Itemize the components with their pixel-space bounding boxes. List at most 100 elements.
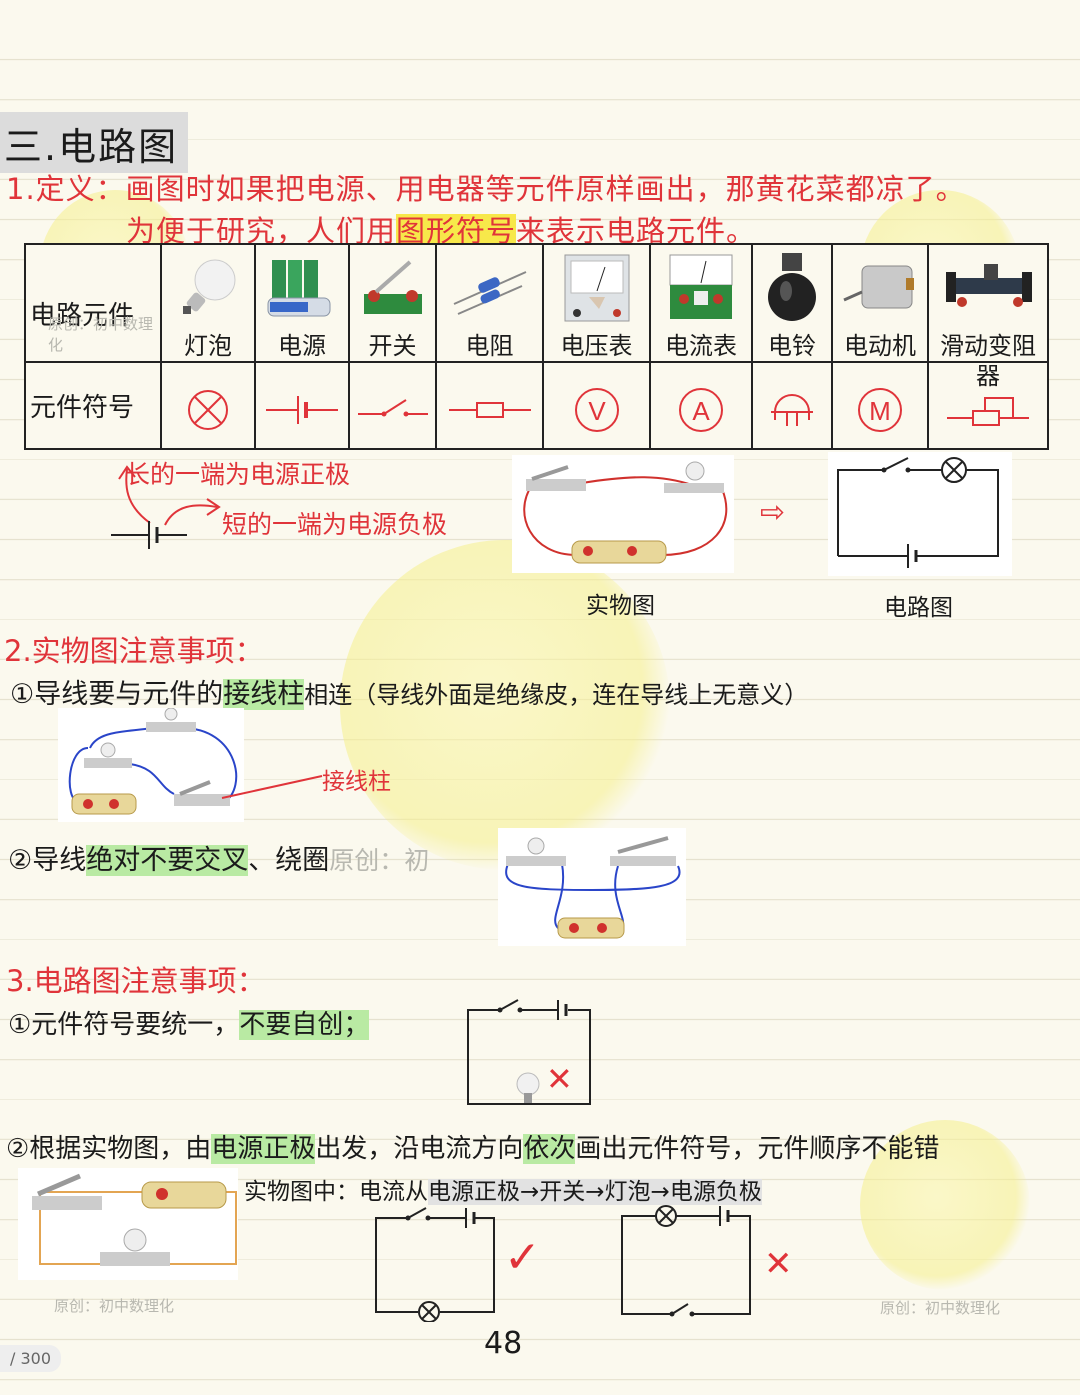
section-title: 三.电路图 <box>0 112 189 173</box>
symbol-ammeter: A <box>649 361 753 450</box>
physical-caption: 实物图 <box>586 593 655 619</box>
physical-circuit-photo <box>512 455 734 573</box>
component-resistor: 电阻 <box>435 243 544 363</box>
no-crossing-photo <box>498 828 686 946</box>
row-header-components: 电路元件 原创：初中数理化 <box>24 243 162 363</box>
check-mark: ✓ <box>504 1232 541 1283</box>
section2-item1-text-b: 相连（导线外面是绝缘皮，连在导线上无意义） <box>304 681 809 709</box>
definition-line-1: 1.定义：画图时如果把电源、用电器等元件原样画出，那黄花菜都凉了。 <box>6 166 966 208</box>
smiley-watermark <box>340 540 670 870</box>
section2-item1-text-a: ①导线要与元件的 <box>10 679 224 710</box>
cross-mark-1: ✕ <box>546 1060 573 1098</box>
section2-item1: ①导线要与元件的接线柱相连（导线外面是绝缘皮，连在导线上无意义） <box>10 672 808 711</box>
smiley-watermark <box>860 1120 1030 1290</box>
page-number: 48 <box>484 1326 523 1361</box>
symbol-resistor <box>435 361 544 450</box>
correct-circuit-diagram <box>375 1207 495 1322</box>
symbol-voltmeter: V <box>542 361 651 450</box>
definition-prefix: 1.定义： <box>6 172 126 206</box>
watermark-right: 原创：初中数理化 <box>880 1299 1001 1317</box>
symbol-battery <box>254 361 350 450</box>
terminal-wiring-photo <box>58 707 244 822</box>
symbol-bulb <box>160 361 256 450</box>
component-switch: 开关 <box>348 243 437 363</box>
component-name: 电压表 <box>560 332 633 360</box>
ammeter-letter: A <box>692 396 710 426</box>
switch-icon <box>363 260 422 314</box>
ammeter-icon <box>669 254 733 319</box>
definition-line-2: 为便于研究，人们用图形符号来表示电路元件。 <box>126 208 756 250</box>
voltmeter-icon <box>564 254 629 322</box>
component-name: 电铃 <box>768 332 816 360</box>
section2-item2: ②导线绝对不要交叉、绕圈原创：初 <box>8 838 429 877</box>
rheostat-icon <box>946 264 1032 307</box>
section3-item1-highlight: 不要自创； <box>239 1010 370 1040</box>
table-watermark: 原创：初中数理化 <box>48 315 154 354</box>
voltmeter-letter: V <box>588 396 606 426</box>
component-name: 开关 <box>368 332 417 360</box>
section2-watermark: 原创：初 <box>329 846 430 875</box>
symbol-bell <box>751 361 833 450</box>
symbol-rheostat <box>927 361 1049 450</box>
resistor-icon <box>453 271 526 315</box>
current-flow-prefix: 实物图中：电流从 <box>244 1179 428 1205</box>
page-counter-badge: / 300 <box>0 1345 62 1372</box>
battery-polarity-diagram <box>111 465 221 549</box>
section3-item2-highlight-2: 依次 <box>523 1134 576 1164</box>
wrong-symbol-diagram <box>467 999 591 1105</box>
battery-icon <box>267 260 331 317</box>
row-header-symbols: 元件符号 <box>24 361 162 450</box>
component-battery: 电源 <box>254 243 350 363</box>
component-name: 灯泡 <box>184 332 232 360</box>
circuit-caption: 电路图 <box>884 595 953 621</box>
motor-letter: M <box>869 396 891 426</box>
component-name: 电动机 <box>844 332 916 360</box>
component-bell: 电铃 <box>751 243 833 363</box>
battery-short-note: 短的一端为电源负极 <box>222 510 448 539</box>
section3-item2-highlight-1: 电源正极 <box>211 1134 316 1164</box>
section3-item1: ①元件符号要统一，不要自创； <box>8 1004 370 1041</box>
component-name: 电源 <box>278 332 326 360</box>
section2-item2-text-b: 、绕圈 <box>248 845 330 876</box>
row-header-components-label: 电路元件 <box>30 300 135 331</box>
terminal-label: 接线柱 <box>322 769 391 795</box>
section3-item2-text-c: 画出元件符号，元件顺序不能错 <box>575 1134 940 1164</box>
terminal-pointer-line <box>221 775 323 799</box>
definition-text-1: 画图时如果把电源、用电器等元件原样画出，那黄花菜都凉了。 <box>125 172 966 206</box>
bell-icon <box>768 253 816 321</box>
series-circuit-photo <box>18 1168 238 1280</box>
battery-long-note: 长的一端为电源正极 <box>125 460 351 489</box>
bulb-icon <box>183 259 236 314</box>
component-table: 电路元件 原创：初中数理化 灯泡 电源 开关 <box>24 243 1049 450</box>
watermark-left: 原创：初中数理化 <box>54 1297 175 1315</box>
section3-item2: ②根据实物图，由电源正极出发，沿电流方向依次画出元件符号，元件顺序不能错 <box>6 1128 939 1165</box>
definition-highlight: 图形符号 <box>396 214 517 248</box>
section2-item2-highlight: 绝对不要交叉 <box>86 845 249 876</box>
section3-item1-text-a: ①元件符号要统一， <box>8 1010 240 1040</box>
current-flow-highlight: 电源正极→开关→灯泡→电源负极 <box>428 1179 762 1205</box>
component-voltmeter: 电压表 <box>542 243 651 363</box>
section3-item2-text-a: ②根据实物图，由 <box>6 1134 212 1164</box>
arrow-icon: ⇨ <box>760 495 786 530</box>
section3-title: 3.电路图注意事项： <box>6 964 266 998</box>
component-ammeter: 电流表 <box>649 243 753 363</box>
component-name: 滑动变阻器 <box>940 332 1036 390</box>
component-motor: 电动机 <box>831 243 929 363</box>
component-name: 电阻 <box>465 332 514 360</box>
component-bulb: 灯泡 <box>160 243 256 363</box>
wrong-circuit-diagram <box>621 1205 751 1317</box>
section2-item1-highlight: 接线柱 <box>223 679 305 710</box>
current-flow-note: 实物图中：电流从电源正极→开关→灯泡→电源负极 <box>244 1172 762 1206</box>
component-name: 电流表 <box>665 332 737 360</box>
definition-text-2a: 为便于研究，人们用 <box>126 214 397 248</box>
section2-title: 2.实物图注意事项： <box>4 634 264 668</box>
section2-item2-text-a: ②导线 <box>8 845 87 876</box>
circuit-diagram <box>828 452 1012 576</box>
symbol-switch <box>348 361 437 450</box>
definition-text-2b: 来表示电路元件。 <box>516 214 757 248</box>
motor-icon <box>843 265 914 309</box>
component-rheostat: 滑动变阻器 <box>927 243 1049 390</box>
section3-item2-text-b: 出发，沿电流方向 <box>315 1134 524 1164</box>
cross-mark-2: ✕ <box>764 1244 793 1284</box>
symbol-motor: M <box>831 361 929 450</box>
